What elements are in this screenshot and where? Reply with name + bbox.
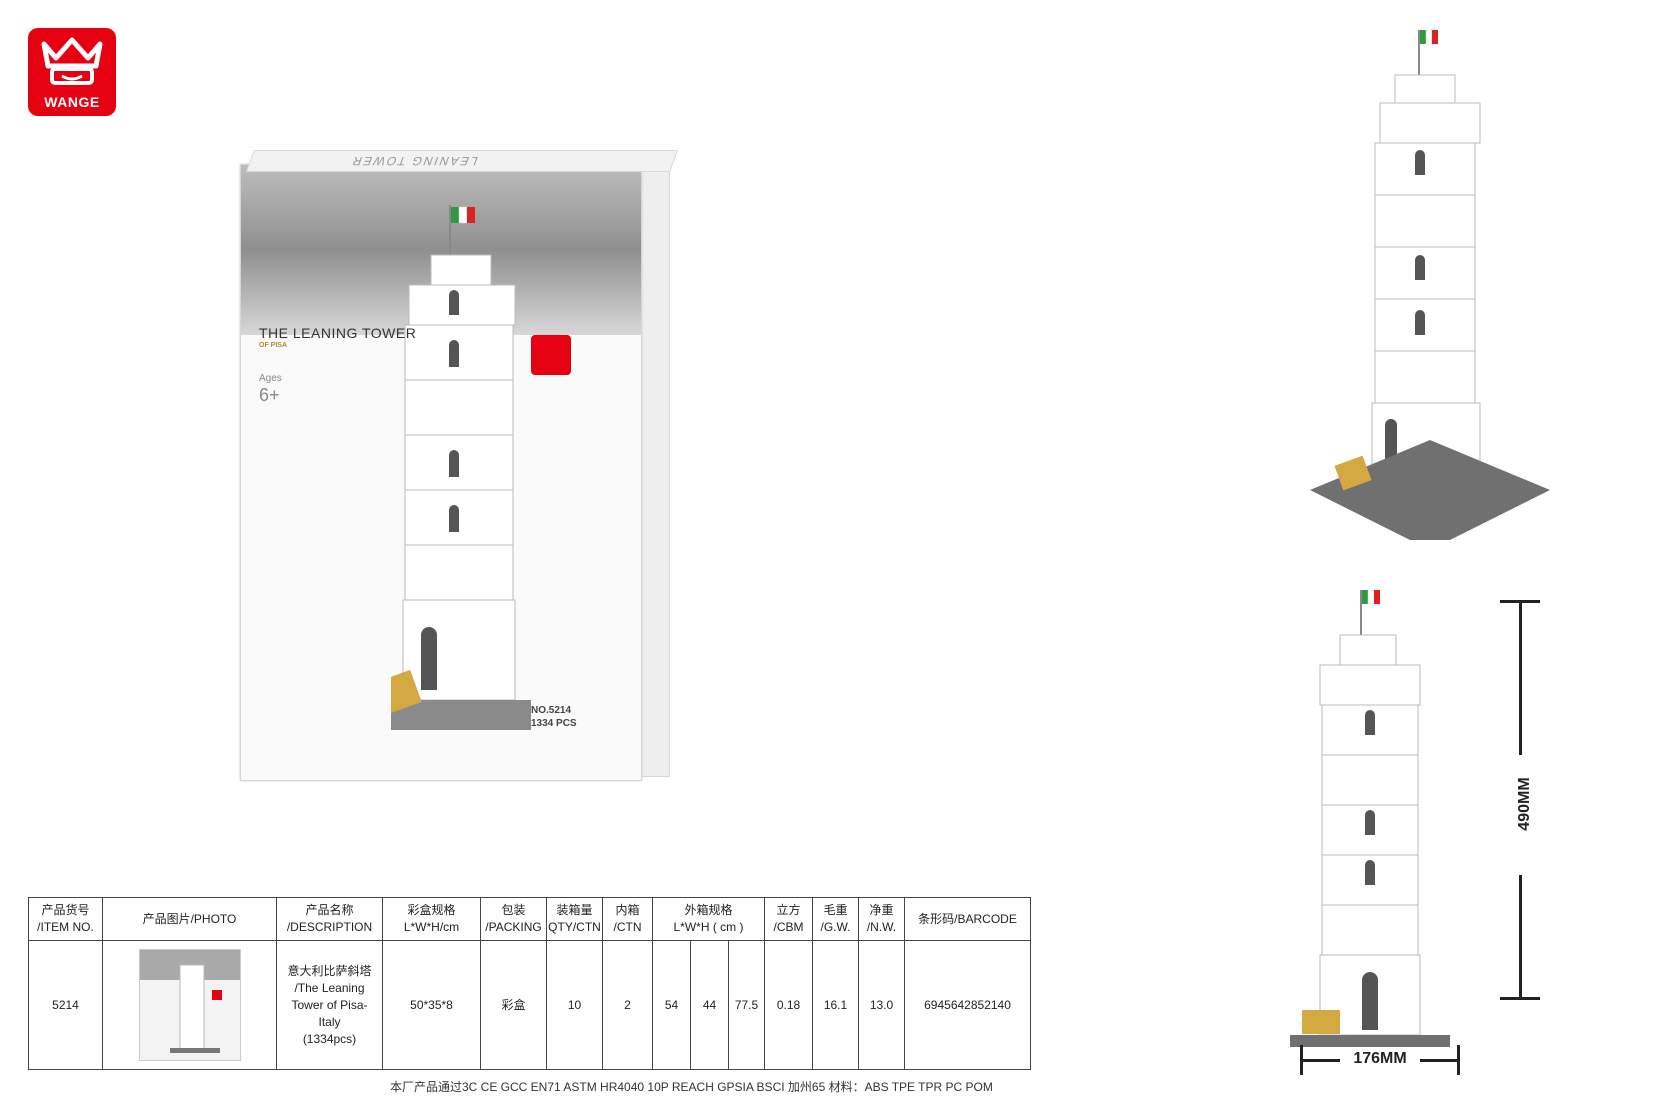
header-inner-carton: 内箱/CTN [602, 897, 653, 941]
box-item-number: NO.5214 [531, 705, 572, 716]
product-box-image: THE LEANING TOWER OF PISA Ages 6+ NO.521… [240, 150, 680, 781]
header-packing: 包装/PACKING [480, 897, 547, 941]
height-dimension-label: 490MM [1516, 777, 1533, 831]
crown-icon [41, 37, 103, 85]
height-dimension-mark [1500, 600, 1540, 1000]
certification-note: 本厂产品通过3C CE GCC EN71 ASTM HR4040 10P REA… [390, 1080, 993, 1094]
cell-packing: 彩盒 [480, 940, 547, 1070]
cell-inner-carton: 2 [602, 940, 653, 1070]
box-top-panel: LEANING TOWER [246, 150, 679, 172]
box-title: THE LEANING TOWER [259, 325, 417, 341]
box-piece-count: 1334 PCS [531, 718, 577, 729]
cell-box-size: 50*35*8 [382, 940, 481, 1070]
table-row: 5214 意大利比萨斜塔 /The Leaning Tower of Pisa-… [28, 940, 1032, 1070]
cell-photo [102, 940, 277, 1070]
cell-description: 意大利比萨斜塔 /The Leaning Tower of Pisa- Ital… [276, 940, 383, 1070]
cell-item-no: 5214 [28, 940, 103, 1070]
cell-barcode: 6945642852140 [904, 940, 1032, 1070]
cell-cbm: 0.18 [764, 940, 814, 1070]
box-top-text: LEANING TOWER [348, 154, 480, 168]
wange-logo: WANGE [28, 28, 116, 116]
brand-name: WANGE [44, 94, 100, 110]
cell-net-weight: 13.0 [858, 940, 906, 1070]
tower-render-front [1290, 590, 1450, 1047]
box-ages-value: 6+ [259, 385, 280, 405]
header-photo: 产品图片/PHOTO [102, 897, 277, 941]
box-tower-illustration [391, 205, 531, 730]
header-description: 产品名称/DESCRIPTION [276, 897, 383, 941]
cell-outer-height: 77.5 [727, 940, 766, 1070]
cell-outer-width: 44 [690, 940, 729, 1070]
cell-outer-length: 54 [652, 940, 691, 1070]
width-dimension-label: 176MM [1353, 1050, 1407, 1067]
cell-qty: 10 [546, 940, 603, 1070]
header-gross-weight: 毛重/G.W. [812, 897, 860, 941]
tower-render-angled [1310, 29, 1550, 540]
box-brand-logo [531, 335, 571, 375]
box-side-panel [640, 160, 670, 777]
product-thumbnail [138, 949, 241, 1061]
spec-table: 产品货号/ITEM NO. 产品图片/PHOTO 产品名称/DESCRIPTIO… [28, 897, 1032, 1070]
header-net-weight: 净重/N.W. [858, 897, 906, 941]
cell-gross-weight: 16.1 [812, 940, 860, 1070]
header-cbm: 立方/CBM [764, 897, 814, 941]
width-dimension-mark [1300, 1045, 1460, 1075]
box-front-panel: THE LEANING TOWER OF PISA Ages 6+ NO.521… [240, 164, 642, 781]
header-item-no: 产品货号/ITEM NO. [28, 897, 103, 941]
header-barcode: 条形码/BARCODE [904, 897, 1032, 941]
box-ages-label: Ages [259, 373, 282, 384]
table-header-row: 产品货号/ITEM NO. 产品图片/PHOTO 产品名称/DESCRIPTIO… [28, 897, 1032, 941]
box-subtitle: OF PISA [259, 342, 288, 349]
